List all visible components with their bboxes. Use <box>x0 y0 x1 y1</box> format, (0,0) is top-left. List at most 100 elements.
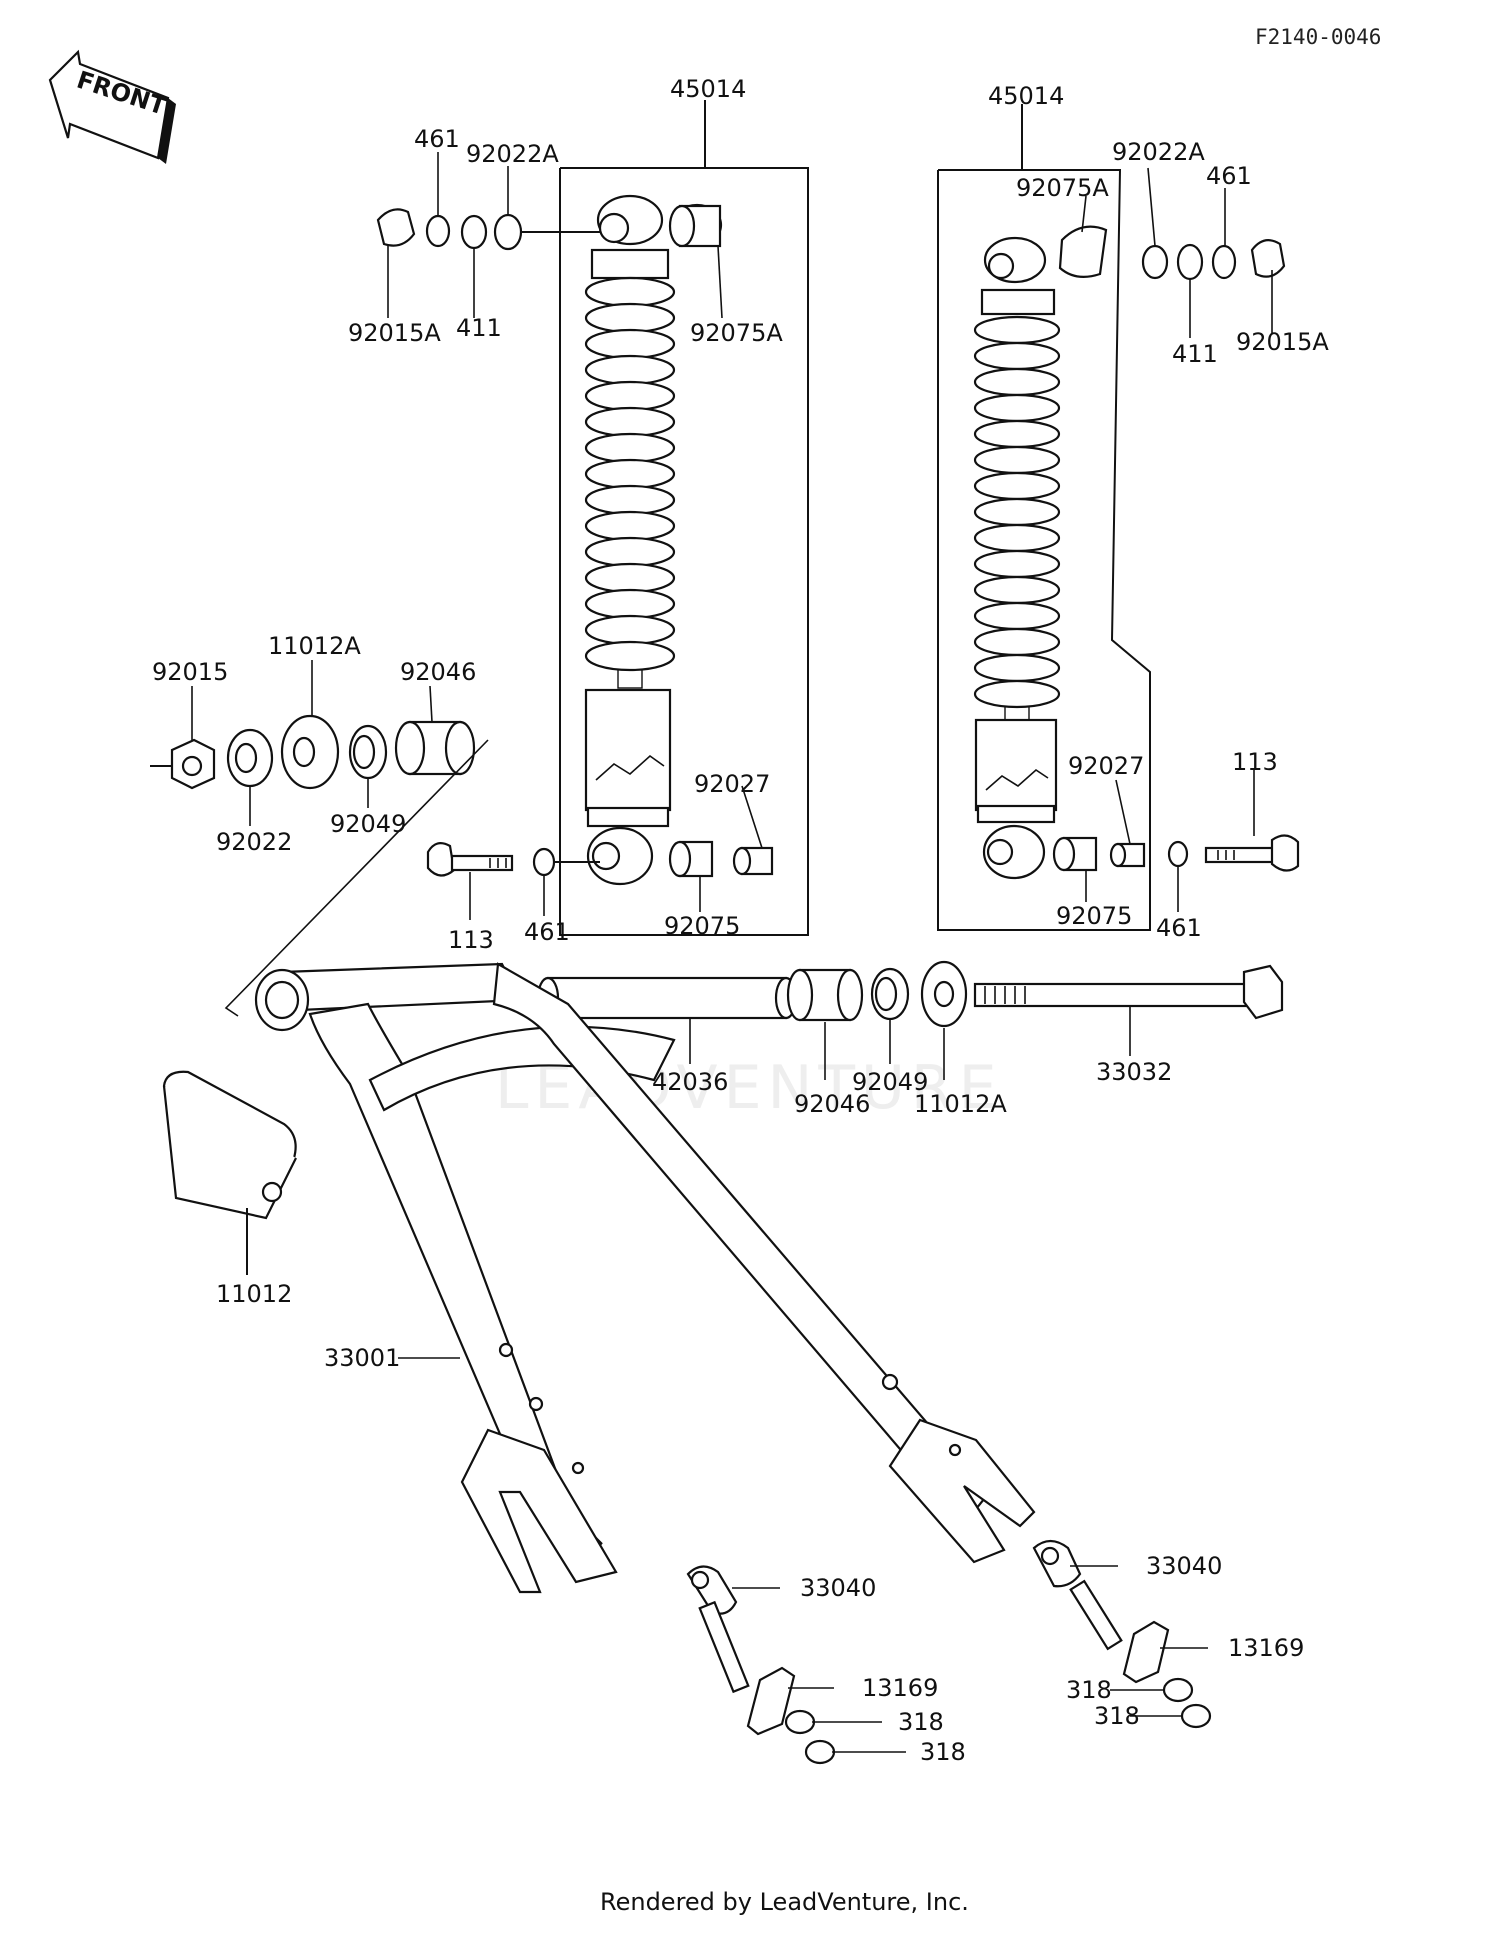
spring-coil <box>584 536 676 568</box>
bolt-113-right <box>1204 846 1276 864</box>
label-92075-r: 92075 <box>1056 902 1132 930</box>
label-411-l: 411 <box>456 314 502 342</box>
front-arrow-icon: FRONT <box>48 49 176 164</box>
spring-coil <box>973 601 1061 631</box>
washer-461-br <box>1167 840 1189 868</box>
left-top-hardware <box>376 203 723 251</box>
label-92046-b: 92046 <box>794 1090 870 1118</box>
spring-coil <box>973 497 1061 527</box>
footer-credit: Rendered by LeadVenture, Inc. <box>600 1888 969 1916</box>
label-318-4: 318 <box>1094 1702 1140 1730</box>
spring-coil <box>973 315 1061 345</box>
spring-coil <box>973 419 1061 449</box>
label-92015: 92015 <box>152 658 228 686</box>
label-461-tl: 461 <box>414 125 460 153</box>
label-92022: 92022 <box>216 828 292 856</box>
spring-coil <box>584 458 676 490</box>
label-318-2: 318 <box>920 1738 966 1766</box>
left-spring <box>584 276 676 689</box>
label-92015A-l: 92015A <box>348 319 441 347</box>
sleeve-42036 <box>546 976 788 1020</box>
spring-coil <box>584 484 676 516</box>
right-top-hardware <box>1058 225 1286 281</box>
diagram-code: F2140-0046 <box>1255 25 1381 49</box>
spring-coil <box>973 523 1061 553</box>
spring-coil <box>973 393 1061 423</box>
label-11012A-top: 11012A <box>268 632 361 660</box>
label-13169-r: 13169 <box>1228 1634 1304 1662</box>
spring-coil <box>584 510 676 542</box>
right-spring <box>973 315 1061 721</box>
bolt-head-113-left <box>426 841 456 877</box>
spring-coil <box>584 588 676 620</box>
label-42036: 42036 <box>652 1068 728 1096</box>
spring-coil <box>973 575 1061 605</box>
spring-coil <box>584 354 676 386</box>
label-92022A-tl: 92022A <box>466 140 559 168</box>
washer-461-right <box>1211 244 1237 280</box>
spring-coil <box>584 640 676 672</box>
label-92049-l: 92049 <box>330 810 406 838</box>
label-92046-top: 92046 <box>400 658 476 686</box>
spring-coil <box>973 471 1061 501</box>
label-45014-left: 45014 <box>670 75 746 103</box>
spring-coil <box>973 367 1061 397</box>
label-92022A-tr: 92022A <box>1112 138 1205 166</box>
label-11012A-b: 11012A <box>914 1090 1007 1118</box>
washer-411-left <box>460 214 488 250</box>
part-labels: 45014 45014 461 92022A 92015A 411 92075A… <box>152 75 1329 1766</box>
swingarm-33001 <box>224 739 1036 1594</box>
label-45014-right: 45014 <box>988 82 1064 110</box>
left-shock-absorber <box>559 100 809 936</box>
spring-coil <box>584 302 676 334</box>
spring-coil <box>584 328 676 360</box>
label-11012: 11012 <box>216 1280 292 1308</box>
right-bottom-hardware <box>1052 834 1300 872</box>
spring-coil <box>973 445 1061 475</box>
spring-coil <box>584 562 676 594</box>
spring-coil <box>973 679 1061 709</box>
spring-coil <box>973 341 1061 371</box>
washer-411-right <box>1176 243 1204 281</box>
label-92075A-r: 92075A <box>1016 174 1109 202</box>
spring-coil <box>584 406 676 438</box>
washer-92022A-left <box>493 213 523 251</box>
leader-lines <box>191 152 1273 1753</box>
pivot-hardware-left <box>150 714 476 790</box>
washer-461-bl <box>532 847 556 877</box>
label-92015A-r: 92015A <box>1236 328 1329 356</box>
spring-coil <box>584 432 676 464</box>
label-33032: 33032 <box>1096 1058 1172 1086</box>
spring-coil <box>973 549 1061 579</box>
label-461-bl: 461 <box>524 918 570 946</box>
label-33040-r: 33040 <box>1146 1552 1222 1580</box>
label-33040-l: 33040 <box>800 1574 876 1602</box>
chain-adjusters <box>686 1539 1212 1765</box>
chain-guard-11012 <box>162 1070 297 1275</box>
label-318-1: 318 <box>898 1708 944 1736</box>
pivot-hardware-bottom <box>536 960 1284 1028</box>
label-318-3: 318 <box>1066 1676 1112 1704</box>
label-33001: 33001 <box>324 1344 400 1372</box>
right-shock-absorber <box>937 104 1151 931</box>
bushing-92075A-right <box>1058 225 1108 279</box>
cap-nut-92015A-left <box>376 208 416 247</box>
cap-nut-92015A-right <box>1250 239 1286 278</box>
label-92049-b: 92049 <box>852 1068 928 1096</box>
left-bottom-hardware <box>426 840 774 878</box>
washer-461-left <box>425 214 451 248</box>
label-113-l: 113 <box>448 926 494 954</box>
label-92027-l: 92027 <box>694 770 770 798</box>
spring-coil <box>584 276 676 308</box>
label-92075-l: 92075 <box>664 912 740 940</box>
label-113-r: 113 <box>1232 748 1278 776</box>
washer-92022A-right <box>1141 244 1169 280</box>
label-13169-l: 13169 <box>862 1674 938 1702</box>
spring-coil <box>973 653 1061 683</box>
label-461-br: 461 <box>1156 914 1202 942</box>
spring-coil <box>584 614 676 646</box>
spring-coil <box>584 380 676 412</box>
label-92075A-l: 92075A <box>690 319 783 347</box>
label-411-r: 411 <box>1172 340 1218 368</box>
